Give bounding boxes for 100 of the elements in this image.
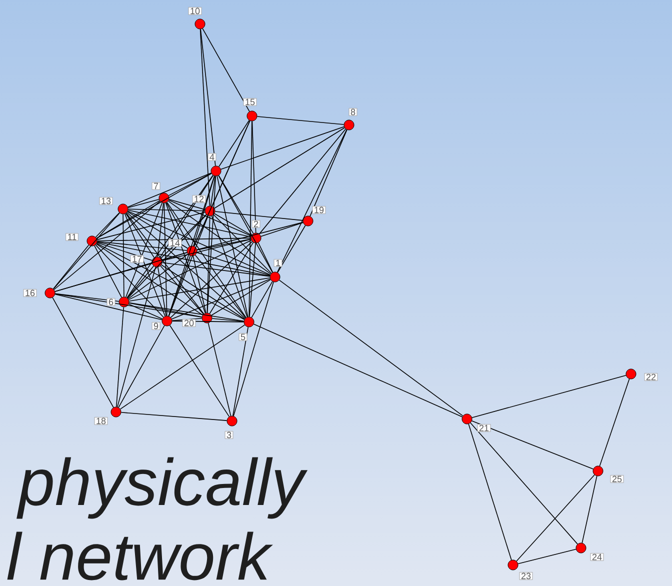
network-node <box>202 312 212 324</box>
network-edge <box>200 28 216 166</box>
network-edge <box>210 176 216 206</box>
node-number: 3 <box>224 431 234 439</box>
network-edge <box>126 202 163 298</box>
network-edge <box>196 252 270 276</box>
network-edge <box>168 200 252 236</box>
network-edge <box>122 214 124 298</box>
node-number: 17 <box>130 255 144 263</box>
node-number: 4 <box>208 153 216 161</box>
node-number: 22 <box>644 373 658 381</box>
network-edge <box>192 256 206 314</box>
network-edge <box>214 213 252 236</box>
network-edge <box>161 264 245 320</box>
network-edge <box>516 474 595 562</box>
node-number: 9 <box>152 322 160 330</box>
node-number: 21 <box>477 424 491 432</box>
network-edge <box>218 120 250 167</box>
node-number: 25 <box>610 475 624 483</box>
network-edge <box>211 279 271 316</box>
network-edge <box>162 238 252 262</box>
network-edge <box>168 215 208 316</box>
network-edge <box>599 378 630 466</box>
network-edge <box>118 325 165 408</box>
network-edge <box>160 266 204 314</box>
network-edge <box>160 214 207 259</box>
network-edge <box>54 293 202 318</box>
network-edge <box>168 173 212 196</box>
network-edge <box>168 256 191 316</box>
network-edge <box>95 244 164 318</box>
network-node <box>118 296 130 308</box>
network-node <box>118 204 128 214</box>
network-node <box>204 206 216 216</box>
network-edge <box>127 214 207 299</box>
network-edge <box>164 202 168 316</box>
heading-text: l network <box>7 532 273 580</box>
network-edge <box>276 129 348 273</box>
network-edge <box>128 210 252 238</box>
network-edge <box>172 320 244 322</box>
network-edge <box>277 225 306 273</box>
node-number: 11 <box>66 233 78 241</box>
network-node <box>110 406 122 418</box>
network-edge <box>128 302 244 322</box>
network-edge <box>172 318 202 321</box>
network-node <box>250 232 262 244</box>
node-number: 15 <box>243 98 257 106</box>
network-edge <box>54 252 188 292</box>
network-node <box>210 166 222 176</box>
network-edge <box>258 242 274 273</box>
node-number: 19 <box>312 206 326 214</box>
network-edge <box>208 322 232 416</box>
network-edge <box>214 127 345 209</box>
node-number: 6 <box>106 298 116 306</box>
network-edge <box>165 202 206 314</box>
network-edge <box>128 240 252 300</box>
network-edge <box>168 176 215 316</box>
network-node <box>270 272 280 282</box>
network-edge <box>171 278 271 320</box>
network-edge <box>470 422 578 544</box>
node-number: 12 <box>192 195 206 203</box>
network-edge <box>168 200 272 274</box>
network-edge <box>258 128 346 234</box>
network-edge <box>96 243 245 320</box>
network-node <box>194 18 206 30</box>
network-node <box>44 288 56 298</box>
network-edge <box>127 211 188 249</box>
network-edge <box>166 202 190 247</box>
node-number: 20 <box>182 319 196 327</box>
network-edge <box>256 116 344 125</box>
network-node <box>462 414 472 424</box>
network-node <box>152 256 162 268</box>
network-edge <box>211 216 248 318</box>
network-edge <box>249 242 256 318</box>
network-edge <box>157 202 164 258</box>
network-edge <box>232 326 249 416</box>
network-edge <box>96 241 188 251</box>
network-edge <box>202 28 250 112</box>
network-edge <box>126 174 214 298</box>
node-number: 14 <box>168 239 182 247</box>
network-edge <box>209 242 254 314</box>
network-edge <box>96 173 212 239</box>
network-edge <box>216 176 248 318</box>
node-number: 18 <box>94 417 108 425</box>
network-edge <box>126 212 204 314</box>
network-node <box>246 110 258 122</box>
network-edge <box>96 242 270 276</box>
network-node <box>162 316 172 326</box>
network-edge <box>196 238 252 250</box>
network-edge <box>126 266 154 298</box>
node-number: 1 <box>274 259 282 267</box>
network-edge <box>162 262 270 277</box>
network-node <box>344 120 354 130</box>
network-edge <box>468 424 512 560</box>
network-edge <box>248 120 252 318</box>
network-edge <box>196 222 304 250</box>
network-edge <box>52 244 90 290</box>
network-edge <box>128 198 160 208</box>
node-number: 24 <box>590 553 604 561</box>
network-edge <box>582 476 598 544</box>
network-edge <box>96 238 252 242</box>
